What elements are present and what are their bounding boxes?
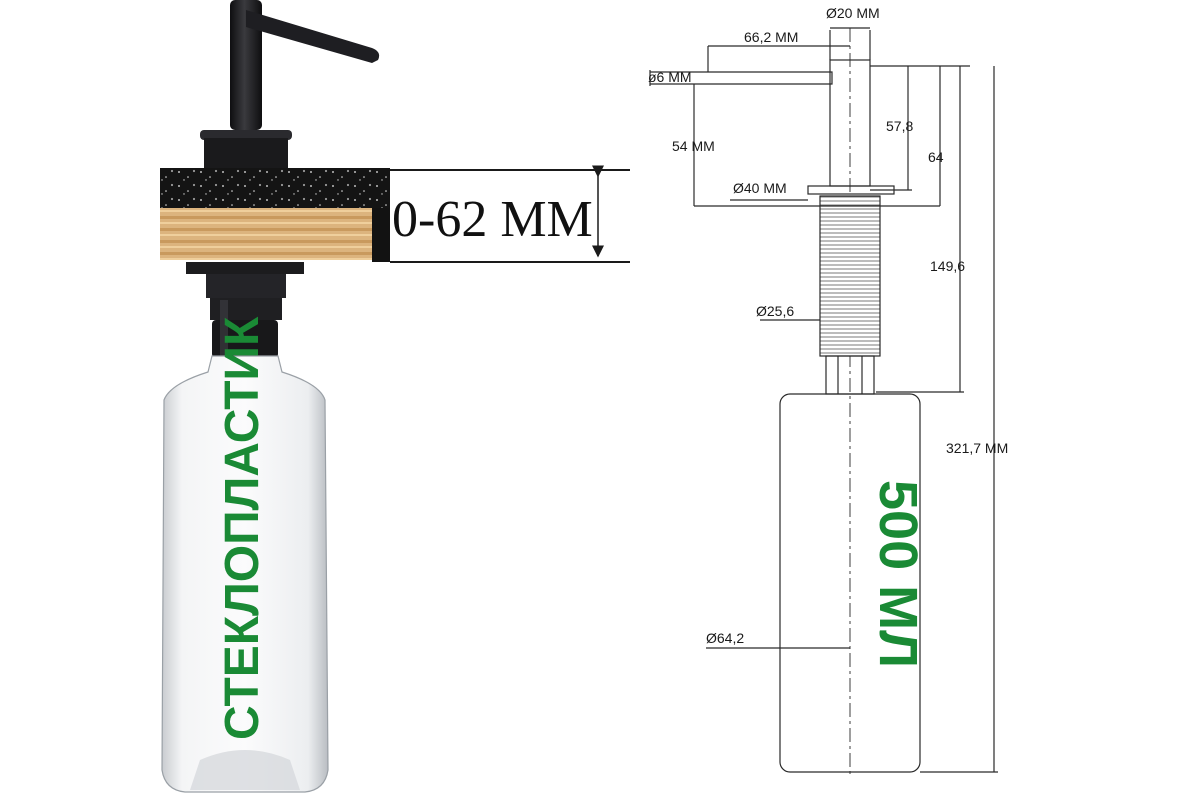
dim-flange-diameter: Ø40 ММ <box>733 180 787 196</box>
dim-spout-length: 66,2 ММ <box>744 29 798 45</box>
thread-fitting <box>186 262 304 358</box>
technical-drawing <box>649 27 998 775</box>
countertop-section: 0-62 ММ <box>160 165 630 263</box>
dim-spout-height: 54 ММ <box>672 138 715 154</box>
photo-illustration: 0-62 ММ СТЕКЛОПЛАСТИК <box>160 0 630 793</box>
dim-bottle-diameter: Ø64,2 <box>706 630 744 646</box>
dimension-labels: Ø20 ММ 66,2 ММ ø6 ММ 54 ММ 57,8 64 Ø40 М… <box>648 5 1008 668</box>
bottle-body-outline <box>779 393 921 773</box>
bottle-material-label: СТЕКЛОПЛАСТИК <box>216 316 269 740</box>
bottle-volume-label: 500 МЛ <box>868 480 928 668</box>
dim-height-64: 64 <box>928 149 944 165</box>
bottle: СТЕКЛОПЛАСТИК <box>161 316 329 793</box>
dim-height-57: 57,8 <box>886 118 913 134</box>
countertop-thickness-label: 0-62 ММ <box>392 191 593 248</box>
dim-spout-diameter: ø6 ММ <box>648 69 692 85</box>
dim-thread-length: 149,6 <box>930 258 965 274</box>
dim-thread-diameter: Ø25,6 <box>756 303 794 319</box>
pump-head <box>200 0 380 170</box>
dim-top-diameter: Ø20 ММ <box>826 5 880 21</box>
spout-outline <box>706 71 833 85</box>
dim-total-height: 321,7 ММ <box>946 440 1008 456</box>
thread-outline <box>819 195 881 357</box>
